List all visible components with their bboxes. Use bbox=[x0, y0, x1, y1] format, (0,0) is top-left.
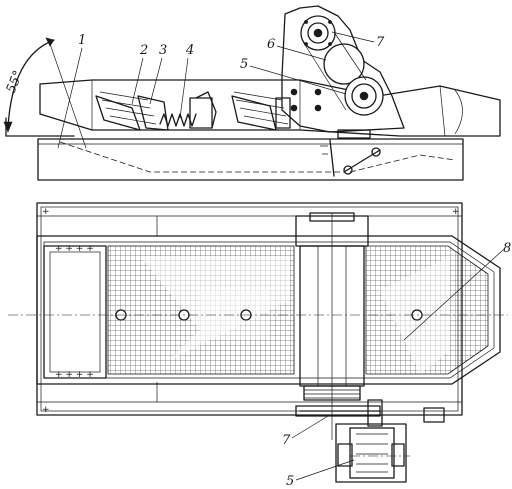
angle-indicator: 55° bbox=[3, 37, 87, 149]
motor-pulley-5 bbox=[344, 76, 384, 116]
callout-7-plan: 7 bbox=[282, 433, 291, 448]
drive-bracket bbox=[281, 5, 405, 133]
base-frame bbox=[37, 138, 464, 181]
callout-8: 8 bbox=[503, 241, 511, 256]
plan-screen-box bbox=[36, 235, 501, 385]
side-view: 55° bbox=[3, 5, 501, 181]
svg-text:+: + bbox=[42, 405, 50, 415]
angle-label: 55° bbox=[4, 69, 27, 96]
callout-3: 3 bbox=[159, 43, 167, 58]
motor-5 bbox=[335, 423, 410, 483]
coil-spring-4 bbox=[159, 91, 217, 129]
callout-7: 7 bbox=[376, 35, 385, 50]
spring-pack-2 bbox=[95, 91, 169, 131]
plan-view: + + + + + + + + + + + bbox=[8, 202, 508, 483]
side-callouts: 1 2 3 4 5 6 7 bbox=[57, 31, 385, 149]
callout-5: 5 bbox=[240, 57, 248, 72]
callout-6: 6 bbox=[267, 37, 275, 52]
callout-1: 1 bbox=[78, 33, 86, 48]
svg-text:+: + bbox=[452, 207, 460, 217]
pulley-7 bbox=[300, 15, 336, 51]
wheel-6 bbox=[323, 43, 365, 85]
vibrator-shaft bbox=[295, 212, 369, 440]
feed-hopper: + + + + + + + + bbox=[43, 244, 107, 380]
svg-text:+ + + +: + + + + bbox=[55, 244, 94, 254]
screen-deck-right bbox=[365, 245, 489, 375]
svg-text:+ + + +: + + + + bbox=[55, 370, 94, 380]
screen-deck-left bbox=[107, 245, 295, 375]
spring-pack-mid bbox=[231, 91, 291, 131]
callout-4: 4 bbox=[185, 43, 194, 58]
belt-drive bbox=[295, 399, 445, 427]
svg-text:+: + bbox=[42, 207, 50, 217]
callout-2: 2 bbox=[139, 43, 148, 58]
plan-callouts: 8 7 5 bbox=[282, 241, 511, 489]
callout-5-plan: 5 bbox=[286, 474, 294, 489]
screen-box bbox=[39, 79, 501, 137]
